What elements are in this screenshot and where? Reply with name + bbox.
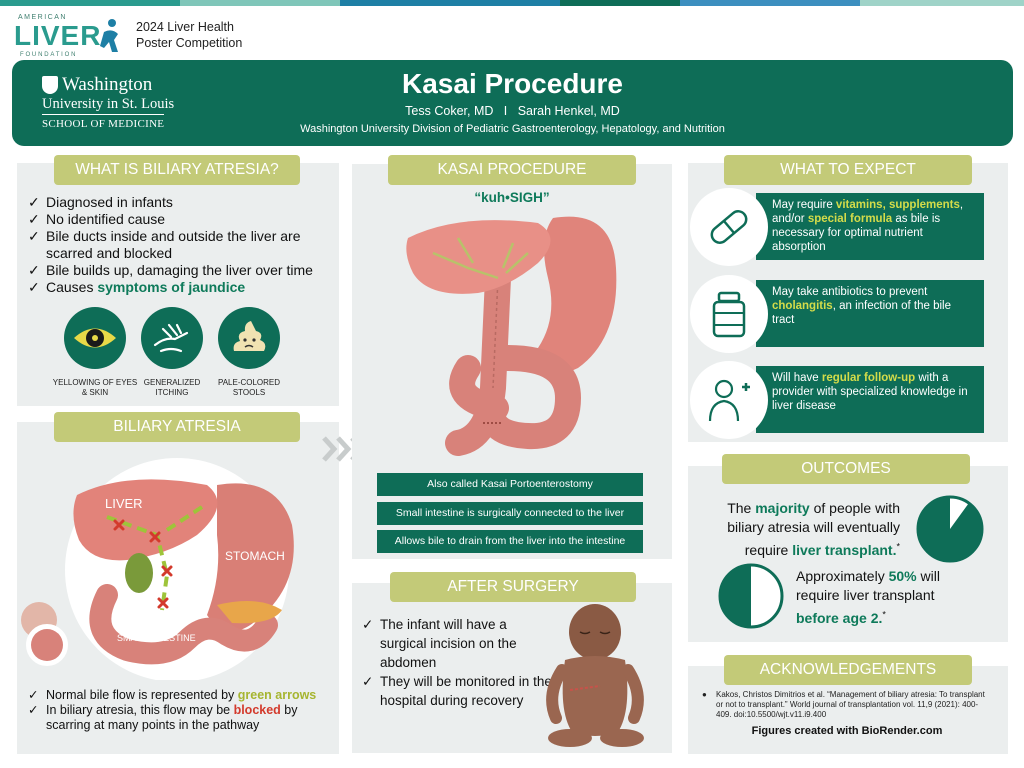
body-text: May take antibiotics to prevent (772, 286, 928, 298)
header-banner: Washington University in St. Louis Schoo… (12, 60, 1013, 146)
reference-citation: ●Kakos, Christos Dimitrios et al. “Manag… (702, 690, 985, 719)
list-item: Causes symptoms of jaundice (28, 279, 336, 296)
what-is-heading: WHAT IS BILIARY ATRESIA? (54, 155, 300, 185)
after-heading: AFTER SURGERY (390, 572, 636, 602)
liver-label: LIVER (105, 496, 143, 511)
capsule-icon (690, 188, 768, 266)
body-text: The (727, 500, 756, 516)
body-text: May require (772, 199, 836, 211)
stomach-shape (207, 483, 294, 632)
highlight-text: vitamins, supplements (835, 199, 960, 211)
list-item: Diagnosed in infants (28, 194, 336, 211)
highlight-text: 50% (888, 568, 917, 584)
doctor-icon (690, 361, 768, 439)
list-item: Bile ducts inside and outside the liver … (28, 228, 336, 262)
biliary-notes: Normal bile flow is represented by green… (28, 688, 336, 733)
top-color-bar (0, 0, 1024, 6)
pronunciation: “kuh•SIGH” (474, 190, 550, 205)
highlight-text: liver transplant. (792, 541, 897, 558)
ack-heading: ACKNOWLEDGEMENTS (724, 655, 972, 685)
body-text: , and/or (772, 199, 964, 225)
biorender-credit: Figures created with BioRender.com (751, 725, 943, 737)
list-item: In biliary atresia, this flow may be blo… (28, 703, 336, 733)
infant-illustration (546, 604, 644, 747)
kasai-fact: Also called Kasai Portoenterostomy (377, 473, 643, 496)
gallbladder-shape (125, 553, 153, 593)
highlight-text: regular follow-up (821, 372, 916, 384)
body-text: * (896, 541, 900, 551)
stool-icon (218, 307, 280, 369)
symptom-label: GENERALIZED ITCHING (143, 378, 201, 397)
symptom-label: YELLOWING OF EYES & SKIN (52, 378, 138, 397)
highlight-text: special formula (807, 213, 893, 225)
body-text: * (882, 609, 886, 619)
outcome-stat-2: Approximately 50% will require liver tra… (796, 567, 976, 628)
list-item: Normal bile flow is represented by green… (28, 688, 336, 703)
body-text: Approximately (796, 568, 889, 584)
body-text: as bile is necessary for optimal nutrien… (772, 213, 941, 253)
stomach-label: STOMACH (225, 549, 285, 563)
pie-majority-icon (916, 495, 984, 563)
symptom-label: PALE-COLORED STOOLS (217, 378, 281, 397)
biliary-anatomy-diagram: LIVER STOMACH SMALL INTESTINE (21, 458, 294, 680)
competition-title: 2024 Liver Health Poster Competition (136, 20, 243, 50)
itching-hand-icon (141, 307, 203, 369)
medicine-bottle-icon (690, 275, 768, 353)
body-text: of people with biliary atresia will even… (727, 500, 900, 558)
highlight-text: cholangitis (772, 300, 833, 312)
kasai-fact: Allows bile to drain from the liver into… (377, 530, 643, 553)
kasai-anatomy-diagram (406, 216, 617, 456)
kasai-heading: KASAI PROCEDURE (388, 155, 636, 185)
outcomes-heading: OUTCOMES (722, 454, 970, 484)
pie-half-icon (718, 563, 784, 629)
after-list: The infant will have a surgical incision… (362, 615, 552, 710)
authors: Tess Coker, MD I Sarah Henkel, MD (405, 104, 620, 118)
pie-slice (918, 497, 982, 561)
pie-slice (720, 565, 751, 627)
affiliation: Washington University Division of Pediat… (300, 123, 725, 135)
list-item: No identified cause (28, 211, 336, 228)
body-text: Will have (772, 372, 822, 384)
expect-heading: WHAT TO EXPECT (724, 155, 972, 185)
intestine-label: SMALL INTESTINE (117, 633, 196, 643)
american-liver-foundation-logo: AMERICAN LIVER FOUNDATION (14, 14, 124, 58)
page-title: Kasai Procedure (402, 68, 623, 99)
runner-figure-icon (100, 19, 118, 52)
expect-row: May take antibiotics to prevent cholangi… (756, 280, 984, 347)
highlight-text: before age 2. (796, 609, 883, 626)
highlight-text: majority (755, 500, 810, 516)
expect-row: Will have regular follow-up with a provi… (756, 366, 984, 433)
body-text: , an infection of the bile tract (772, 300, 951, 326)
kasai-fact: Small intestine is surgically connected … (377, 502, 643, 525)
expect-row: May require vitamins, supplements, and/o… (756, 193, 984, 260)
liver-shape (73, 479, 218, 561)
biliary-heading: BILIARY ATRESIA (54, 412, 300, 442)
outcome-stat-1: The majority of people with biliary atre… (700, 499, 900, 560)
what-is-list: Diagnosed in infants No identified cause… (28, 194, 336, 296)
list-item: They will be monitored in the hospital d… (362, 672, 552, 710)
body-text: with a provider with specialized knowled… (772, 372, 968, 412)
eye-icon (64, 307, 126, 369)
list-item: Bile builds up, damaging the liver over … (28, 262, 336, 279)
body-text: will require liver transplant (796, 568, 940, 603)
shield-icon (42, 76, 58, 94)
list-item: The infant will have a surgical incision… (362, 615, 552, 672)
